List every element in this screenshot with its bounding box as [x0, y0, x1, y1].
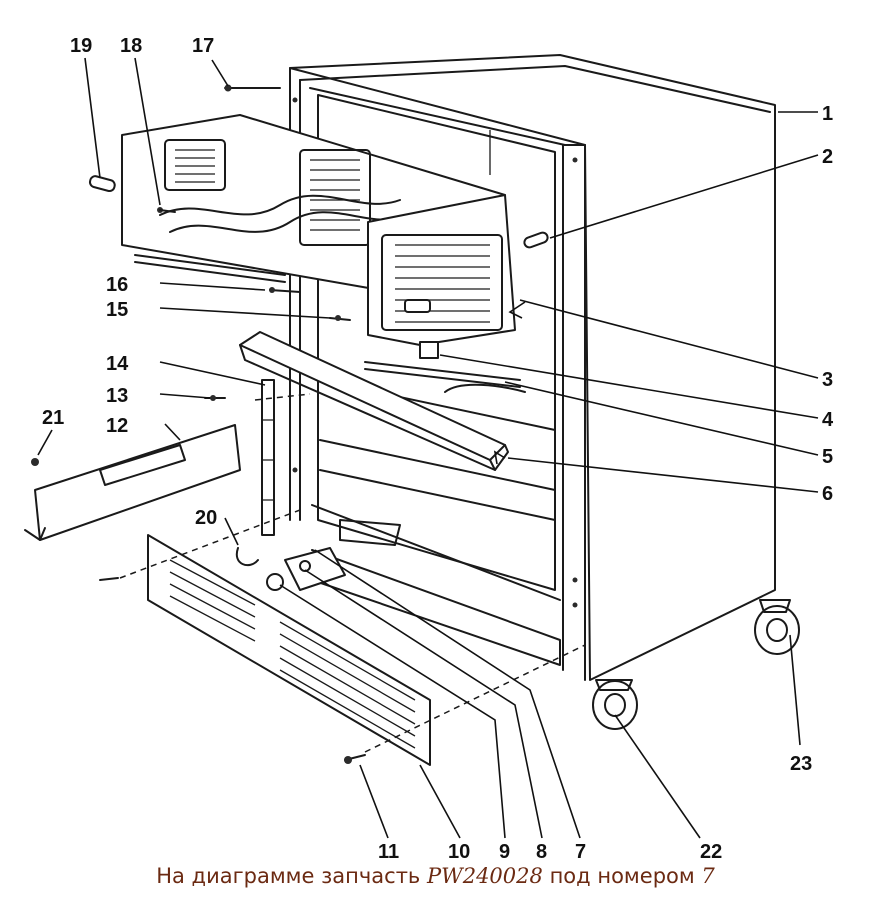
callout-10: 10	[448, 841, 470, 860]
callout-labels: 1 2 3 4 5 6 7 8 9 10 11 12 13 14 15 16 1…	[42, 35, 834, 860]
callout-3: 3	[822, 369, 833, 391]
cabinet-body	[289, 54, 776, 681]
valve-assembly	[266, 519, 401, 591]
callout-9: 9	[499, 841, 510, 860]
callout-6: 6	[822, 483, 833, 505]
caption-line: На диаграмме запчасть PW240028 под номер…	[0, 864, 871, 888]
evaporator-front-plate	[367, 194, 516, 346]
mounting-bracket	[24, 424, 241, 541]
u-clip	[235, 547, 259, 567]
part-code: PW240028	[427, 864, 543, 888]
drip-tray	[239, 331, 509, 471]
heater-bars	[134, 254, 526, 393]
caption-middle: под номером	[549, 864, 695, 888]
fasteners	[31, 84, 549, 764]
callout-7: 7	[575, 841, 586, 860]
callout-15: 15	[106, 299, 128, 321]
callout-5: 5	[822, 446, 833, 468]
callout-21: 21	[42, 407, 64, 429]
assembly-guides	[119, 393, 586, 753]
callout-12: 12	[106, 415, 128, 437]
side-rail	[261, 379, 275, 536]
cabinet-exploded-view: 1 2 3 4 5 6 7 8 9 10 11 12 13 14 15 16 1…	[24, 35, 834, 860]
callout-14: 14	[106, 353, 129, 375]
part-number: 7	[701, 864, 715, 888]
callout-20: 20	[195, 507, 217, 529]
callout-8: 8	[536, 841, 547, 860]
caption-prefix: На диаграмме запчасть	[156, 864, 421, 888]
callout-11: 11	[378, 841, 399, 860]
callout-19: 19	[70, 35, 92, 57]
front-grille	[147, 534, 431, 766]
callout-23: 23	[790, 753, 812, 775]
callout-16: 16	[106, 274, 128, 296]
callout-18: 18	[120, 35, 142, 57]
callout-22: 22	[700, 841, 722, 860]
callout-4: 4	[822, 409, 834, 431]
callout-leaders	[37, 57, 819, 839]
callout-17: 17	[192, 35, 214, 57]
caster-rear	[754, 599, 800, 655]
callout-13: 13	[106, 385, 128, 407]
caster-front	[592, 679, 638, 730]
callout-2: 2	[822, 146, 833, 168]
callout-1: 1	[822, 103, 833, 125]
